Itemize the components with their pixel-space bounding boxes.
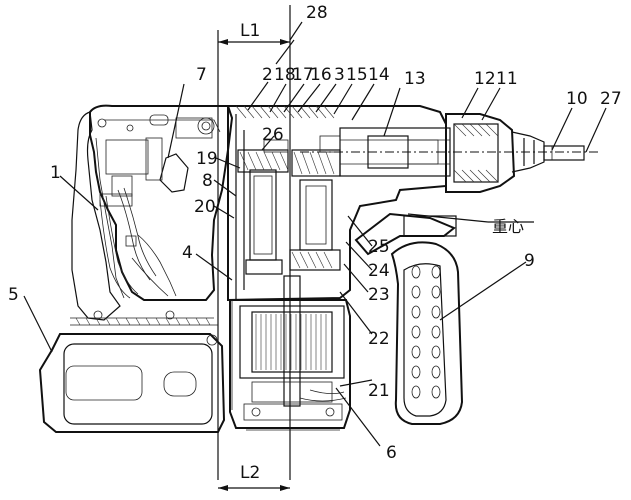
label-13: 13 <box>404 69 426 89</box>
label-14: 14 <box>368 65 390 85</box>
label-18: 18 <box>274 65 296 85</box>
label-2: 2 <box>262 65 273 85</box>
label-10: 10 <box>566 89 588 109</box>
label-12: 12 <box>474 69 496 89</box>
label-24: 24 <box>368 261 390 281</box>
label-19: 19 <box>196 149 218 169</box>
grip-dimples <box>411 265 441 399</box>
label-26: 26 <box>262 125 284 145</box>
label-11: 11 <box>496 69 518 89</box>
label-6: 6 <box>386 443 397 463</box>
label-1: 1 <box>50 163 61 183</box>
label-l1: L1 <box>240 21 260 41</box>
dimension-l2 <box>218 485 290 491</box>
label-23: 23 <box>368 285 390 305</box>
label-20: 20 <box>194 197 216 217</box>
label-4: 4 <box>182 243 193 263</box>
label-25: 25 <box>368 237 390 257</box>
leader-lines <box>23 21 607 447</box>
gear-housing <box>227 105 447 302</box>
label-5: 5 <box>8 285 19 305</box>
label-7: 7 <box>196 65 207 85</box>
barrel <box>300 113 600 193</box>
label-28: 28 <box>306 3 328 23</box>
labels: L1 L2 28 2 18 17 16 3 15 14 13 12 11 10 … <box>8 3 622 483</box>
label-8: 8 <box>202 171 213 191</box>
motor <box>229 275 351 431</box>
label-15: 15 <box>346 65 368 85</box>
label-center-of-gravity: 重心 <box>492 217 524 236</box>
label-9: 9 <box>524 251 535 271</box>
label-22: 22 <box>368 329 390 349</box>
label-l2: L2 <box>240 463 260 483</box>
handle-housing <box>71 104 234 321</box>
label-3: 3 <box>334 65 345 85</box>
label-21: 21 <box>368 381 390 401</box>
label-17: 17 <box>292 65 314 85</box>
label-16: 16 <box>310 65 332 85</box>
label-27: 27 <box>600 89 622 109</box>
battery-pack <box>38 317 226 433</box>
